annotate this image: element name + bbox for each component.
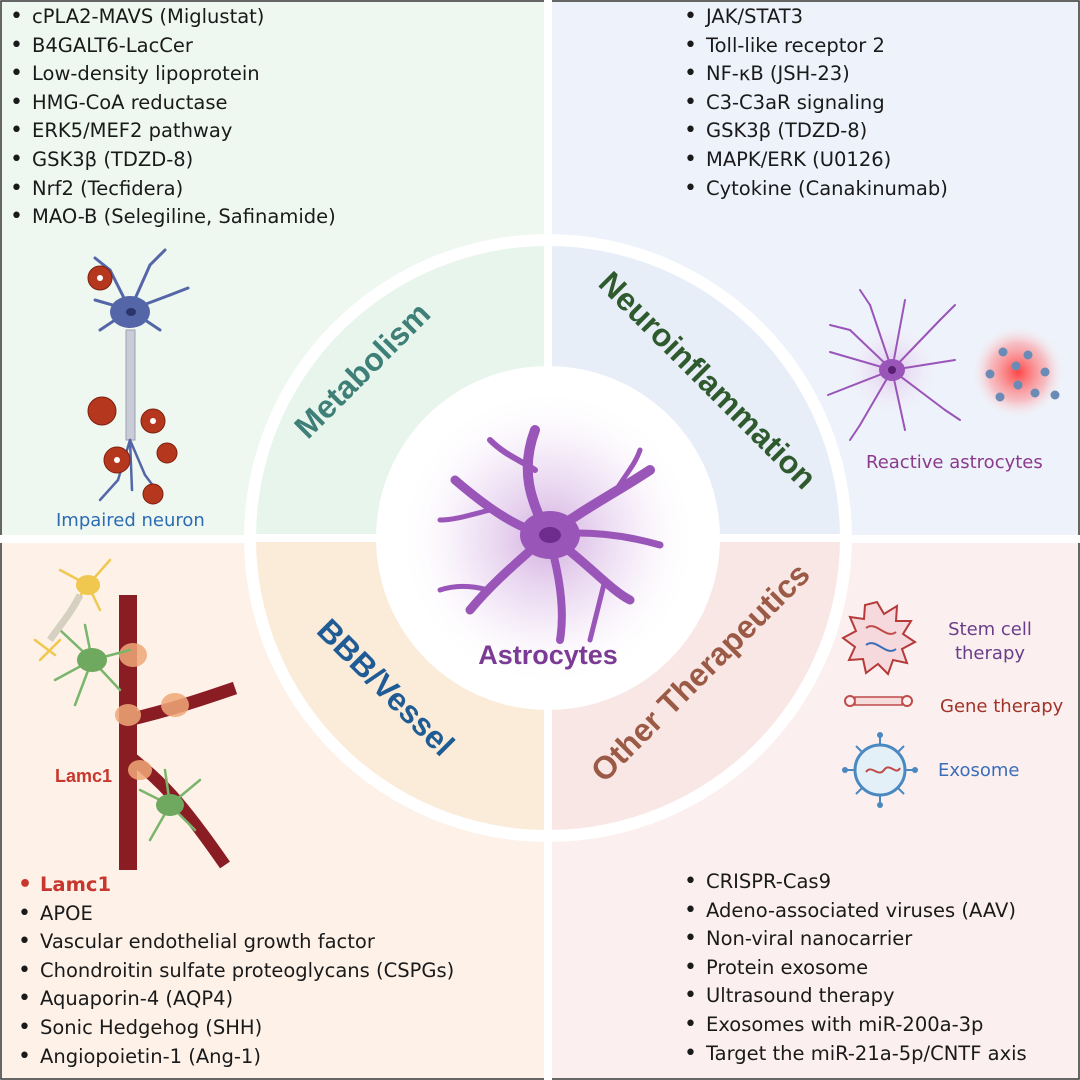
- list-item: APOE: [14, 900, 454, 929]
- reactive-astrocytes-caption: Reactive astrocytes: [866, 452, 1043, 473]
- center-label: Astrocytes: [478, 640, 618, 670]
- list-item: NF-κB (JSH-23): [680, 60, 948, 89]
- list-item: Exosomes with miR-200a-3p: [680, 1011, 1027, 1040]
- list-item: C3-C3aR signaling: [680, 89, 948, 118]
- list-item: CRISPR-Cas9: [680, 868, 1027, 897]
- list-item: Angiopoietin-1 (Ang-1): [14, 1043, 454, 1072]
- cytokine-cloud-icon: [970, 324, 1066, 420]
- list-item: MAPK/ERK (U0126): [680, 146, 948, 175]
- list-item: Low-density lipoprotein: [6, 60, 336, 89]
- list-item: Ultrasound therapy: [680, 982, 1027, 1011]
- list-item: Cytokine (Canakinumab): [680, 175, 948, 204]
- list-item: B4GALT6-LacCer: [6, 32, 336, 61]
- list-item: Sonic Hedgehog (SHH): [14, 1014, 454, 1043]
- bbb-target-list: Lamc1 APOE Vascular endothelial growth f…: [14, 871, 454, 1071]
- list-item: Nrf2 (Tecfidera): [6, 175, 336, 204]
- list-item: MAO-B (Selegiline, Safinamide): [6, 203, 336, 232]
- impaired-neuron-caption: Impaired neuron: [56, 510, 205, 531]
- neuroinflammation-target-list: JAK/STAT3 Toll-like receptor 2 NF-κB (JS…: [680, 3, 948, 203]
- stem-cell-icon: [841, 600, 917, 676]
- list-item: Adeno-associated viruses (AAV): [680, 897, 1027, 926]
- list-item: Non-viral nanocarrier: [680, 925, 1027, 954]
- impaired-neuron-icon: [87, 248, 190, 505]
- gene-therapy-icon: [844, 695, 913, 707]
- list-item: HMG-CoA reductase: [6, 89, 336, 118]
- reactive-astrocyte-icon: [827, 289, 961, 441]
- list-item: Chondroitin sulfate proteoglycans (CSPGs…: [14, 957, 454, 986]
- lamc1-caption: Lamc1: [55, 766, 113, 786]
- list-item: Vascular endothelial growth factor: [14, 928, 454, 957]
- exosome-icon: [842, 732, 918, 808]
- list-item: JAK/STAT3: [680, 3, 948, 32]
- list-item: Toll-like receptor 2: [680, 32, 948, 61]
- list-item: cPLA2-MAVS (Miglustat): [6, 3, 336, 32]
- list-item: GSK3β (TDZD-8): [6, 146, 336, 175]
- astrocyte-nucleus: [539, 527, 561, 543]
- list-item: ERK5/MEF2 pathway: [6, 117, 336, 146]
- gene-therapy-caption: Gene therapy: [940, 696, 1064, 717]
- list-item: Aquaporin-4 (AQP4): [14, 985, 454, 1014]
- list-item: GSK3β (TDZD-8): [680, 117, 948, 146]
- metabolism-target-list: cPLA2-MAVS (Miglustat) B4GALT6-LacCer Lo…: [6, 3, 336, 232]
- blood-vessel-icon: [33, 558, 238, 870]
- other-therapeutics-list: CRISPR-Cas9 Adeno-associated viruses (AA…: [680, 868, 1027, 1068]
- list-item: Protein exosome: [680, 954, 1027, 983]
- stem-cell-caption: Stem cell therapy: [948, 619, 1032, 664]
- list-item-highlight: Lamc1: [14, 871, 454, 900]
- exosome-caption: Exosome: [938, 760, 1020, 781]
- list-item: Target the miR-21a-5p/CNTF axis: [680, 1040, 1027, 1069]
